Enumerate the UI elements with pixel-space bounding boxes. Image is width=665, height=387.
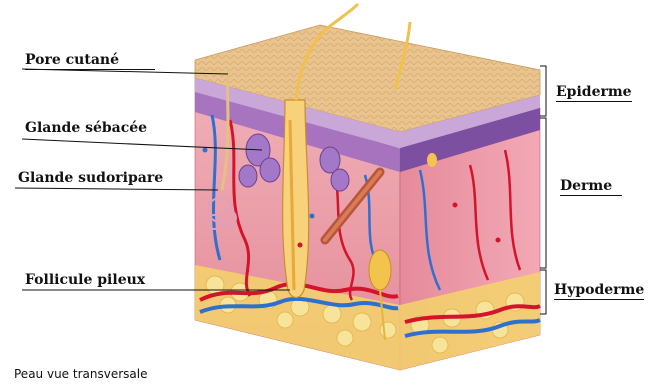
hair-follicle-shape [283, 100, 309, 298]
label-follicule-pileux: Follicule pileux [25, 272, 145, 288]
label-pore-cutane: Pore cutané [25, 52, 155, 70]
label-epiderme: Epiderme [556, 84, 632, 102]
label-hypoderme: Hypoderme [554, 282, 644, 300]
label-glande-sudoripare: Glande sudoripare [18, 170, 163, 186]
label-derme: Derme [560, 178, 622, 196]
figure-caption: Peau vue transversale [14, 367, 147, 381]
label-glande-sebacee: Glande sébacée [25, 120, 147, 136]
